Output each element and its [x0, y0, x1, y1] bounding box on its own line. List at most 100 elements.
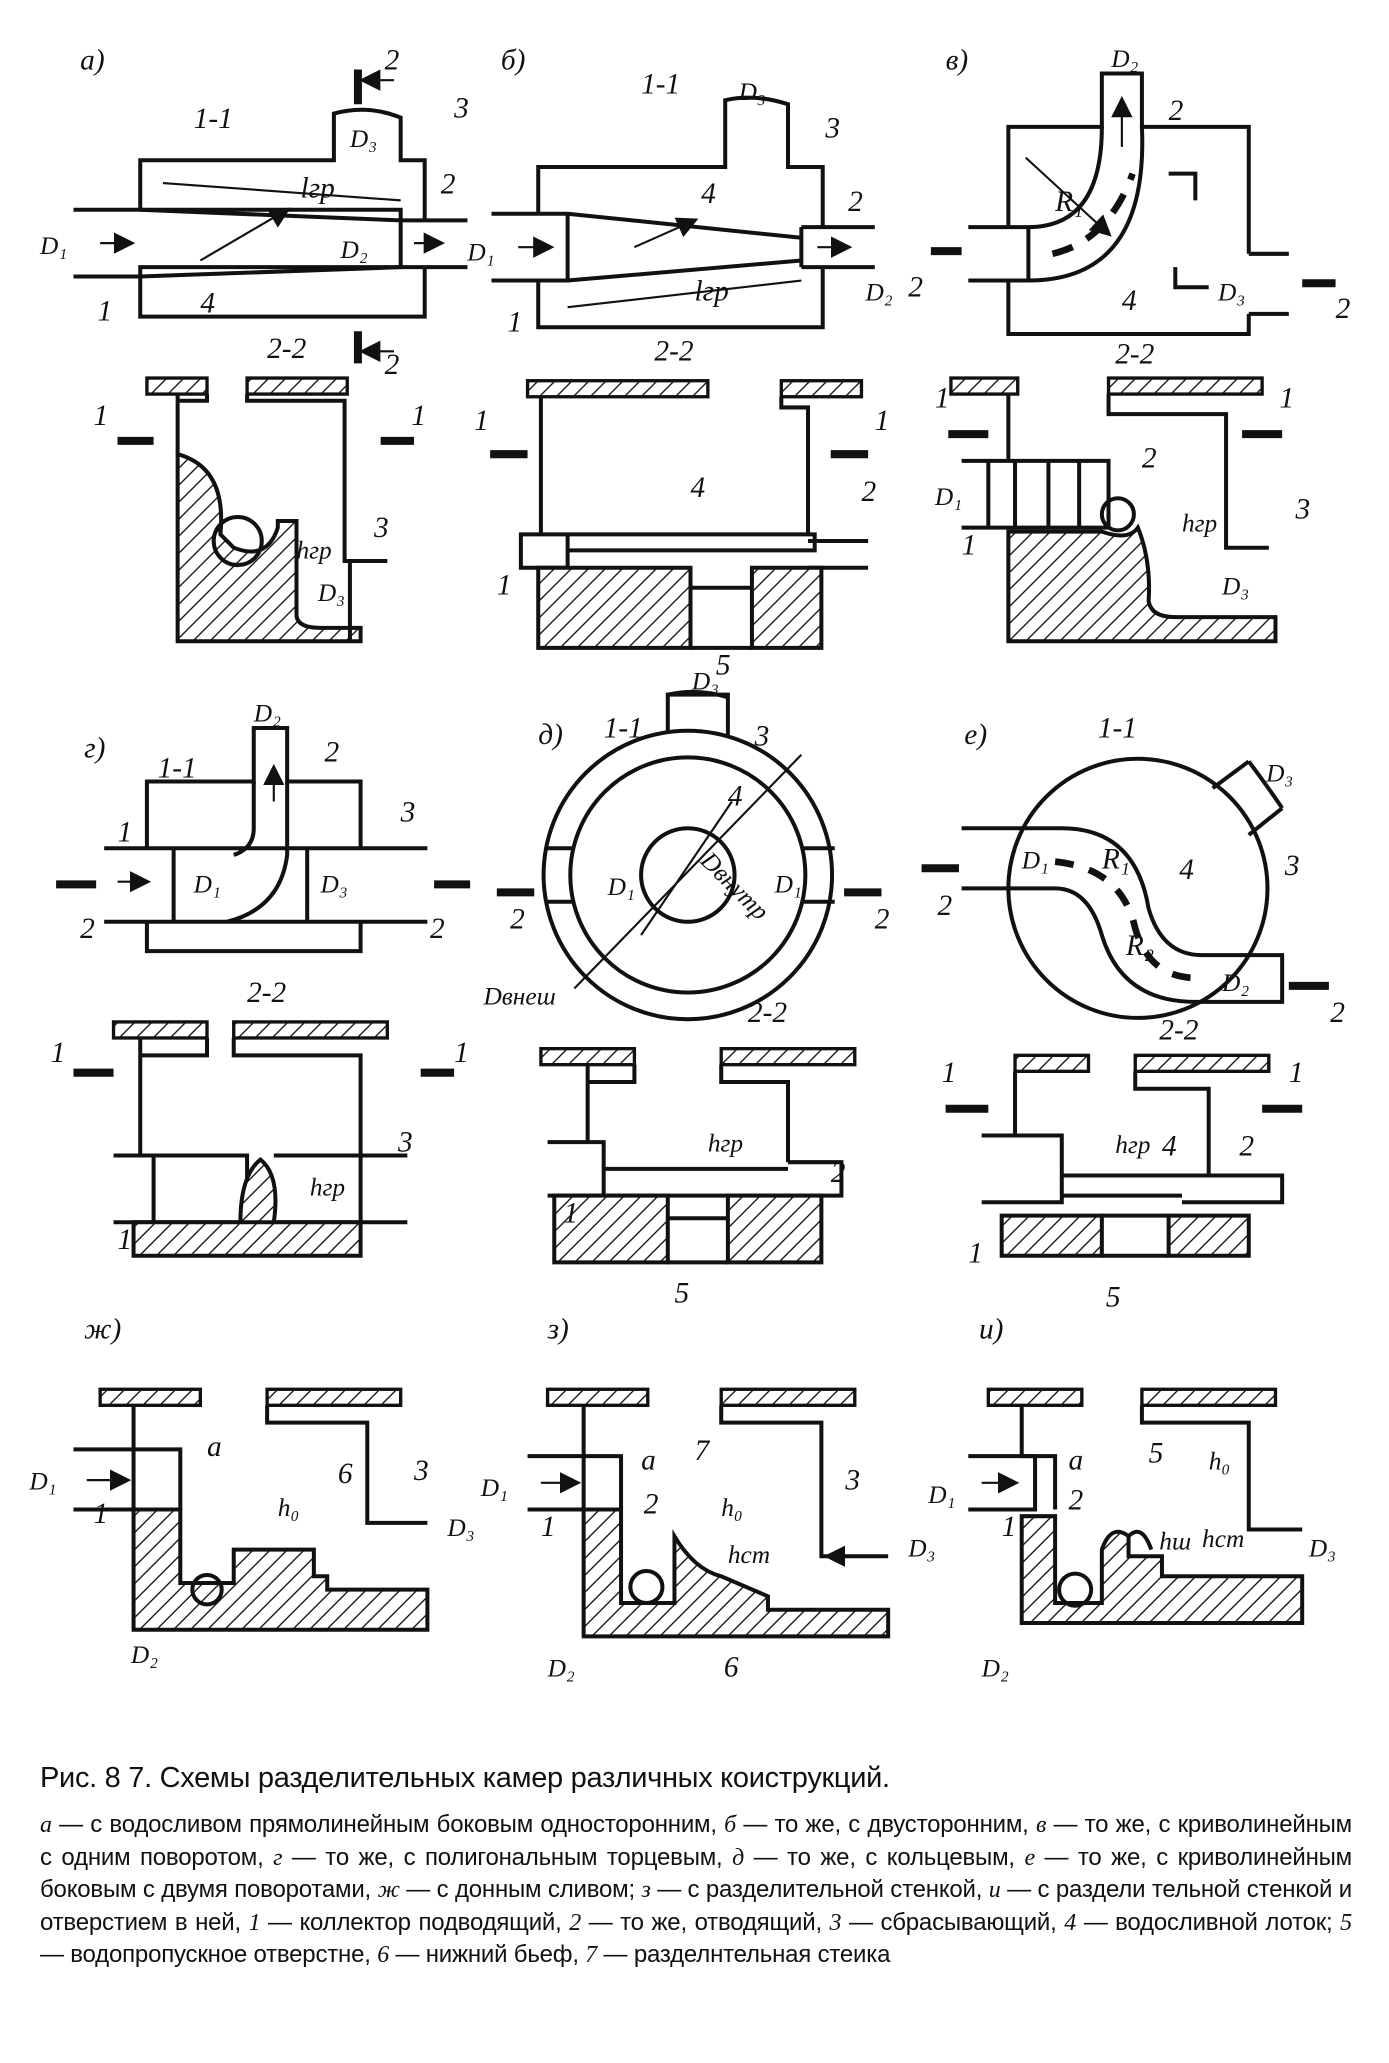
section-label: 2-2 — [654, 336, 693, 368]
legend-text: — с раздели тельной стенкой и отверстием… — [40, 1876, 1353, 1936]
dim-D1: D₁ — [927, 1481, 955, 1509]
section-mark: 2 — [385, 44, 400, 76]
label-1: 1 — [118, 1224, 133, 1256]
label-4: 4 — [701, 178, 716, 210]
separation-chambers-figure: а) 1-1 2 2 3 D₃ lгр D₂ 2 D₁ 1 4 2-2 1 1 … — [28, 44, 1350, 1683]
legend-key: ж — [377, 1877, 400, 1903]
label-5: 5 — [1149, 1438, 1164, 1470]
inlet-collector — [73, 207, 403, 279]
dim-hst: hст — [1202, 1525, 1244, 1553]
label-1: 1 — [97, 296, 112, 328]
section-label: 2-2 — [748, 997, 787, 1029]
section-mark: 1 — [942, 1057, 957, 1089]
dim-D-inner: Dвнутр — [694, 846, 774, 926]
dim-D3: D₃ — [691, 667, 719, 695]
panel-letter: а) — [80, 44, 104, 76]
panel-i-section: и) D₁ a 5 h₀ 2 hш hст D₃ 1 D₂ — [927, 1314, 1336, 1683]
dim-lgr: lгр — [301, 173, 335, 205]
label-5: 5 — [1106, 1281, 1121, 1313]
label-1: 1 — [564, 1197, 579, 1229]
plan-section-label: 1-1 — [158, 752, 197, 784]
dim-D3: D₃ — [317, 579, 345, 607]
section-mark: 1 — [474, 405, 489, 437]
panel-c-section: 1 1 D₁ 2 hгр 3 1 D₃ — [934, 376, 1311, 644]
dim-hgr: hгр — [708, 1129, 743, 1157]
dim-D3: D₃ — [1221, 572, 1249, 600]
legend-text: — разделнтельная стеика — [597, 1941, 891, 1968]
dim-a: a — [1068, 1444, 1083, 1476]
legend-text: — то же, с криволинейным с одним поворот… — [40, 1811, 1352, 1871]
dim-D3: D₃ — [1265, 759, 1293, 787]
panel-letter: в) — [946, 44, 969, 76]
label-3: 3 — [453, 93, 469, 125]
label-3: 3 — [373, 512, 389, 544]
section-label: 2-2 — [1115, 338, 1154, 370]
label-3: 3 — [400, 797, 416, 829]
legend-text: — нижний бьеф, — [389, 1941, 586, 1968]
dim-D2: D₂ — [340, 236, 368, 264]
dim-D1: D₁ — [1021, 846, 1049, 874]
label-4: 4 — [1122, 285, 1137, 317]
label-2: 2 — [831, 1157, 846, 1189]
section-mark: 1 — [1289, 1057, 1304, 1089]
label-2: 2 — [644, 1489, 659, 1521]
section-mark: 2 — [938, 890, 953, 922]
dim-D1: D₁ — [28, 1467, 56, 1495]
panel-c-plan: в) D₂ 2 R₁ 4 D₃ 2 2 2-2 — [908, 44, 1350, 370]
dim-R1: R₁ — [1101, 843, 1130, 875]
dim-R2: R₂ — [1125, 930, 1154, 962]
label-4: 4 — [1179, 854, 1194, 886]
legend-text: — то же, с кольцевым, — [744, 1843, 1025, 1871]
dim-D3: D₃ — [1308, 1534, 1336, 1562]
plan-section-label: 1-1 — [641, 69, 680, 101]
legend-text: — сбрасывающий, — [841, 1908, 1065, 1936]
dim-h0: h₀ — [278, 1494, 299, 1522]
panel-e-section: hгр 2 1 5 — [539, 1046, 857, 1309]
label-1: 1 — [508, 306, 523, 338]
section-label: 2-2 — [1159, 1014, 1198, 1046]
dim-D2: D₂ — [1221, 969, 1249, 997]
section-mark: 2 — [908, 272, 923, 304]
section-mark: 2 — [430, 913, 445, 945]
panel-a-section: 1 1 hгр 3 D₃ — [93, 376, 426, 644]
panel-letter: д) — [538, 719, 563, 751]
dim-hst: hст — [728, 1541, 770, 1569]
label-6: 6 — [338, 1458, 353, 1490]
dim-D-outer: Dвнеш — [482, 983, 555, 1011]
panel-b-plan: б) 1-1 D₃ 3 4 2 D₁ 1 lгр D₂ 2-2 — [466, 44, 892, 367]
dim-D3: D₃ — [1217, 279, 1245, 307]
dim-D1: D₁ — [193, 870, 221, 898]
legend-key: 4 — [1064, 1909, 1077, 1936]
dim-h0: h₀ — [1209, 1447, 1230, 1475]
legend-text: — то же, с двусторонним, — [736, 1811, 1036, 1838]
panel-f-plan: е) 1-1 D₃ 3 D₁ R₁ 4 R₂ D₂ 2 2 2-2 — [921, 712, 1345, 1046]
label-3: 3 — [1284, 850, 1300, 882]
label-1: 1 — [118, 817, 133, 849]
label-1: 1 — [93, 1498, 108, 1530]
dim-hgr: hгр — [1182, 510, 1217, 538]
panel-letter: б) — [501, 44, 526, 76]
dim-D3: D₃ — [907, 1534, 935, 1562]
legend-text: — то же, отводящий, — [581, 1908, 830, 1936]
legend-key: г — [273, 1844, 283, 1871]
legend-key: в — [1035, 1812, 1047, 1838]
section-mark: 2 — [1336, 293, 1351, 325]
dim-D3: D₃ — [738, 78, 766, 106]
dim-D1: D₁ — [466, 238, 494, 266]
label-3: 3 — [1295, 493, 1311, 525]
section-label: 2-2 — [247, 977, 286, 1009]
dim-lgr: lгр — [695, 276, 729, 308]
legend-key: д — [732, 1844, 745, 1871]
legend-text: — коллектор подводящий, — [260, 1908, 570, 1936]
panel-a-plan: а) 1-1 2 2 3 D₃ lгр D₂ 2 D₁ 1 4 2-2 — [39, 44, 469, 381]
panel-letter: г) — [84, 732, 105, 764]
label-2: 2 — [848, 186, 863, 218]
dim-hgr: hгр — [296, 536, 331, 564]
label-3: 3 — [397, 1126, 413, 1158]
label-4: 4 — [200, 288, 215, 320]
label-1: 1 — [968, 1237, 983, 1269]
label-2: 2 — [1142, 443, 1157, 475]
panel-b-section: 1 1 4 2 1 5 — [474, 379, 889, 682]
panel-e-plan: д) 1-1 D₃ 3 4 D₁ Dвнутр D₁ 2 2 Dвнеш 2-2 — [482, 667, 889, 1029]
label-5: 5 — [716, 650, 731, 682]
